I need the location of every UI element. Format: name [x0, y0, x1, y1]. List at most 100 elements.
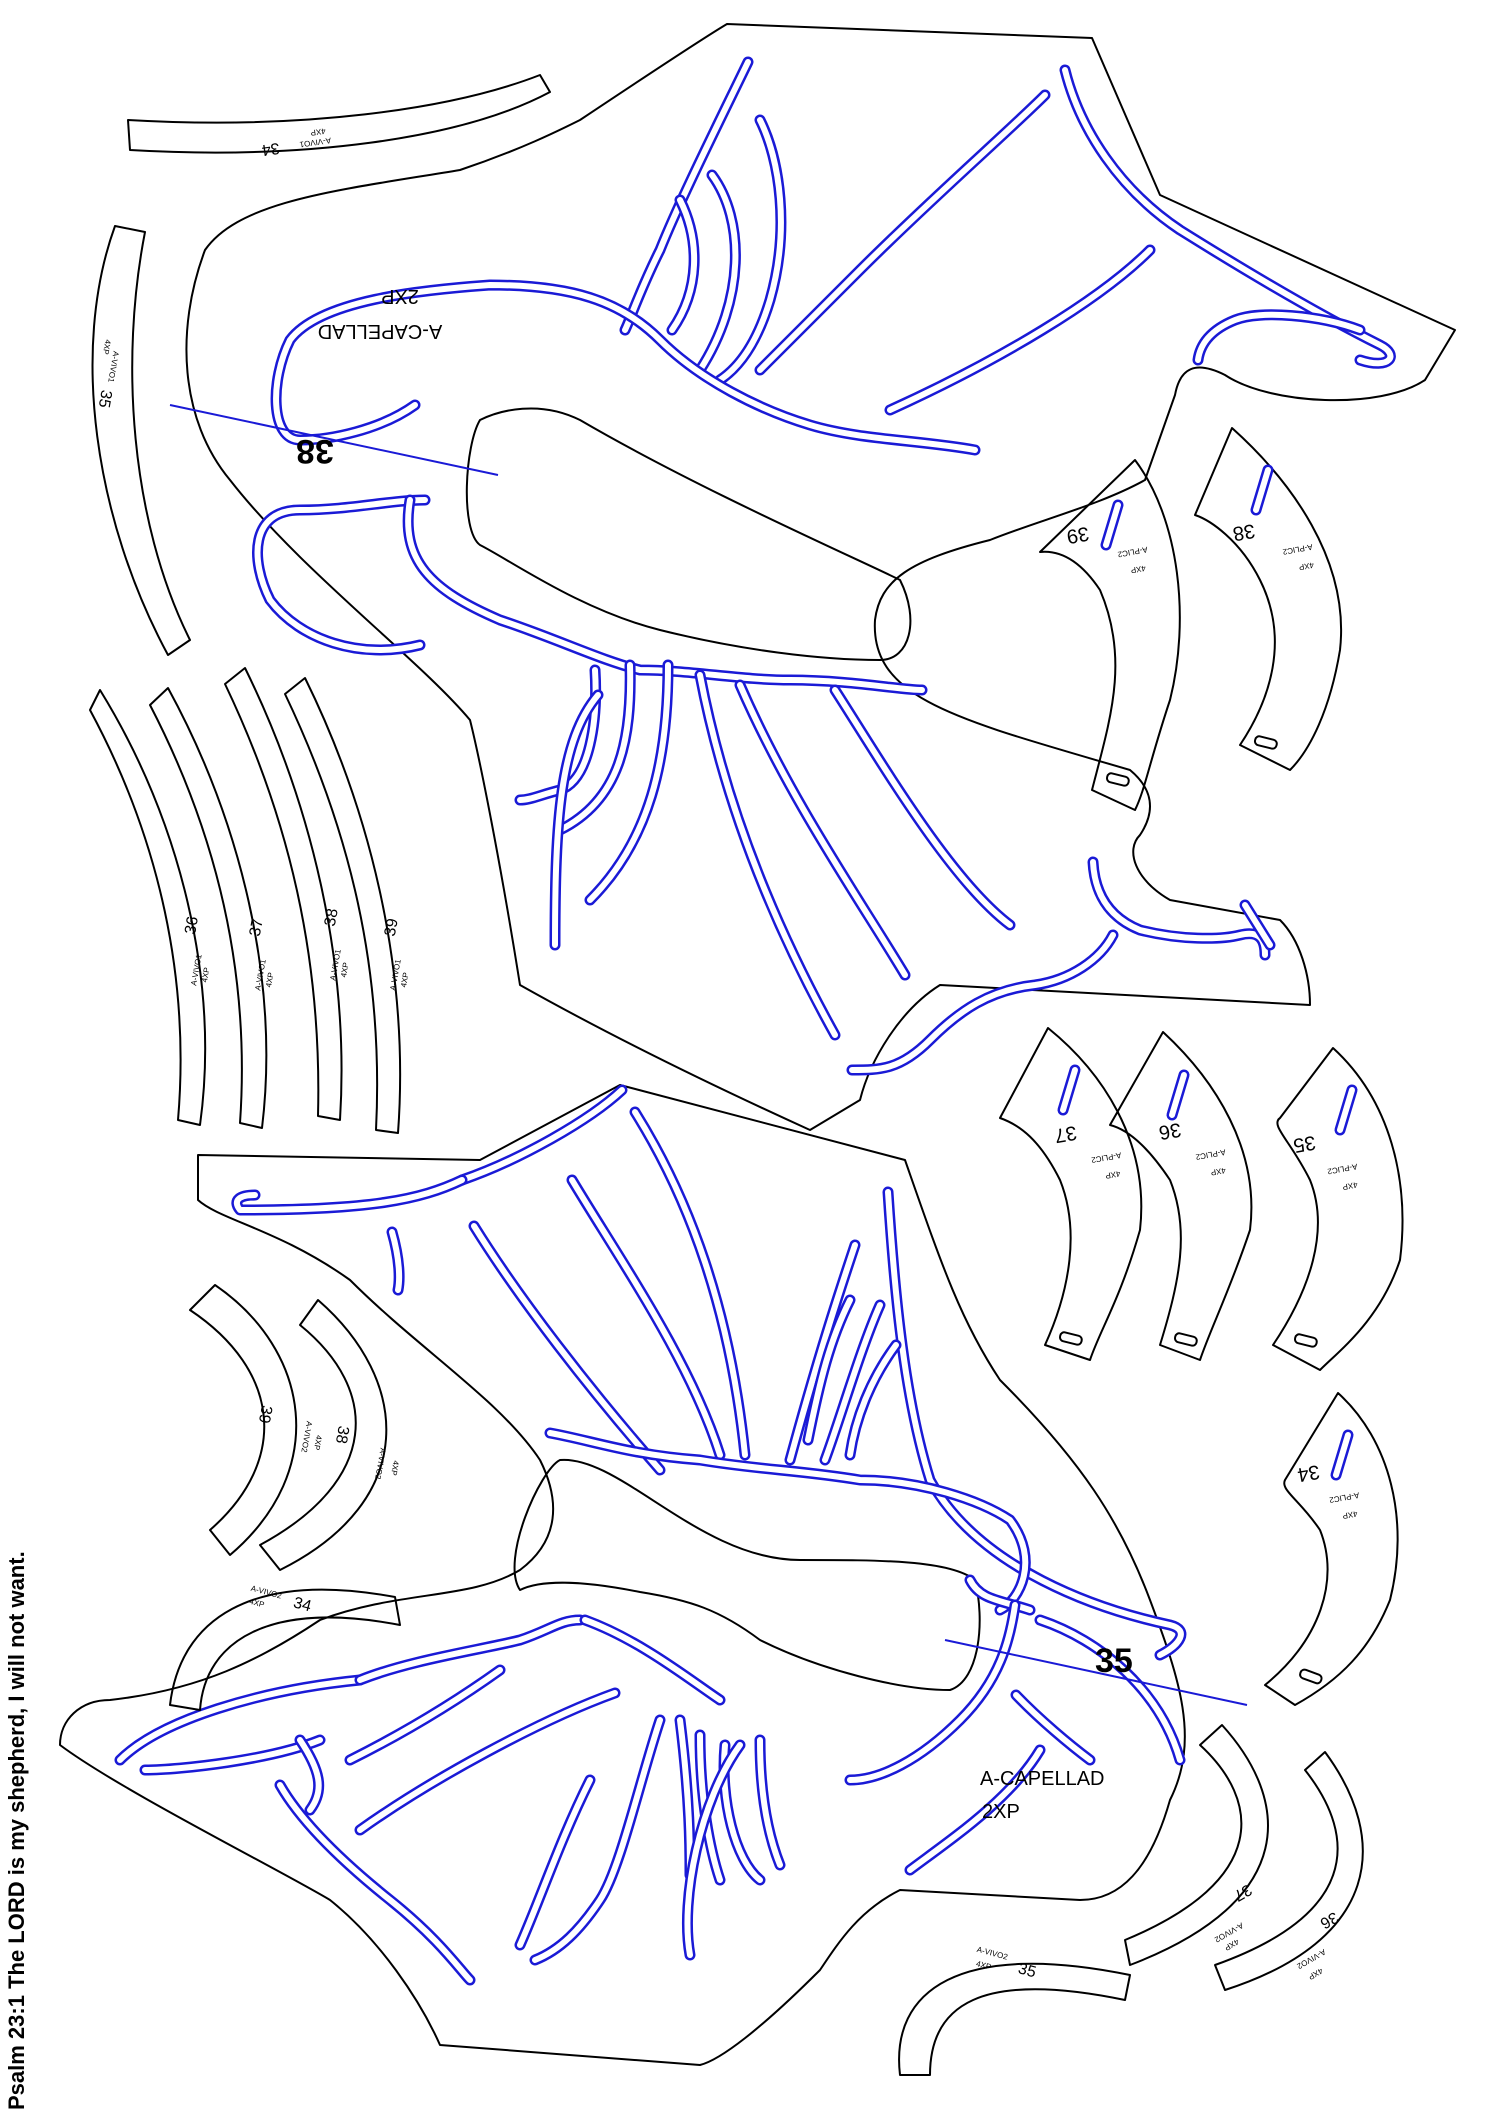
plic2-37-qty: 4XP: [1105, 1169, 1121, 1180]
channel-inner-stroke: [1060, 1067, 1078, 1113]
vivo2-37-name: A-VIVO2: [1213, 1921, 1245, 1945]
channel-inner-stroke: [1062, 67, 1394, 367]
channel-inner-stroke: [717, 117, 784, 383]
channel-inner-stroke: [684, 1742, 743, 1958]
channel-inner-stroke: [459, 1087, 625, 1183]
lower-capellad-outline: [59, 1084, 1186, 2066]
channel-inner-stroke: [1333, 1432, 1351, 1478]
channel-inner-stroke: [1013, 1692, 1093, 1763]
lower-capellad-opening: [513, 1458, 981, 1691]
lower-capellad-piece: [59, 1084, 1186, 2066]
channel-inner-stroke: [297, 1737, 322, 1813]
vivo1-34-qty: 4XP: [310, 126, 326, 137]
channel-inner-stroke: [885, 1189, 1184, 1658]
upper-capellad-qty: 2XP: [381, 285, 419, 307]
channel-inner-stroke: [697, 172, 739, 373]
plic2-piece-35: [1272, 1047, 1404, 1371]
upper-capellad-piece: [185, 23, 1456, 1131]
channel-inner-stroke: [552, 692, 601, 948]
channel-inner-stroke: [847, 1602, 1018, 1783]
vivo1-34-size: 34: [261, 139, 281, 158]
plic2-35-name: A-PLIC2: [1326, 1162, 1358, 1176]
vivo2-38-size: 38: [332, 1424, 352, 1445]
channel-inner-stroke: [517, 667, 599, 803]
channel-inner-stroke: [887, 247, 1153, 413]
vivo2-strip-38: [259, 1299, 388, 1571]
upper-capellad-outline: [185, 23, 1456, 1131]
channel-inner-stroke: [822, 1302, 883, 1463]
vivo1-38-qty: 4XP: [339, 962, 350, 978]
vivo2-39-qty: 4XP: [312, 1434, 323, 1450]
upper-capellad-opening: [465, 407, 912, 661]
channel-inner-stroke: [233, 1177, 465, 1213]
channel-inner-stroke: [669, 197, 698, 333]
plic2-39-size: 39: [1065, 522, 1091, 548]
channel-inner-stroke: [389, 1229, 403, 1293]
channel-inner-stroke: [532, 1717, 663, 1963]
plic2-38-qty: 4XP: [1298, 560, 1314, 571]
plic2-39-qty: 4XP: [1130, 563, 1146, 574]
vivo2-strip-37: [1124, 1724, 1269, 1966]
lower-stitch-channels: [114, 1084, 1187, 1986]
channel-inner-stroke: [847, 1342, 899, 1458]
channel-inner-stroke: [697, 672, 838, 1038]
channel-inner-stroke: [1169, 1072, 1187, 1118]
verse-text: Psalm 23:1 The LORD is my shepherd, I wi…: [4, 1551, 29, 2110]
channel-inner-stroke: [1090, 859, 1268, 958]
channel-inner-stroke: [471, 1223, 663, 1473]
vivo2-38-name: A-VIVO2: [373, 1447, 387, 1480]
channel-inner-stroke: [582, 1617, 723, 1703]
vivo1-38-size: 38: [322, 907, 342, 928]
channel-inner-stroke: [787, 1242, 858, 1463]
channel-inner-stroke: [757, 1737, 783, 1868]
channel-inner-stroke: [557, 662, 634, 833]
channel-inner-stroke: [1195, 311, 1363, 363]
channel-inner-stroke: [273, 282, 978, 453]
plic2-35-size: 35: [1292, 1131, 1318, 1157]
channel-inner-stroke: [805, 1297, 853, 1443]
plic2-37-name: A-PLIC2: [1090, 1150, 1122, 1164]
vivo1-37-size: 37: [247, 917, 267, 938]
plic2-34-qty: 4XP: [1342, 1509, 1358, 1520]
channel-inner-stroke: [967, 1577, 1033, 1613]
vivo2-36-qty: 4XP: [1307, 1966, 1325, 1981]
lower-size-guide-line: [944, 1639, 1248, 1706]
channel-inner-stroke: [405, 497, 925, 693]
vivo1-strip-39: [284, 677, 402, 1134]
vivo2-34-size: 34: [291, 1594, 313, 1615]
plic2-37-size: 37: [1053, 1121, 1079, 1147]
upper-capellad-name: A-CAPELLAD: [318, 320, 443, 342]
plic2-34-size: 34: [1296, 1460, 1322, 1486]
channel-inner-stroke: [849, 932, 1116, 1073]
plic2-piece-34: [1264, 1392, 1399, 1706]
vivo1-strip-38: [224, 667, 343, 1121]
channel-inner-stroke: [547, 1430, 1029, 1613]
vivo1-strip-36: [89, 689, 207, 1126]
vivo2-34-qty: 4XP: [248, 1597, 265, 1610]
vivo1-36-qty: 4XP: [200, 967, 211, 983]
plic2-34-name: A-PLIC2: [1328, 1490, 1360, 1504]
upper-size-guide-line: [169, 404, 499, 476]
vivo2-strip-34: [169, 1588, 401, 1711]
upper-stitch-channels: [252, 56, 1396, 1076]
vivo2-strip-39: [189, 1284, 298, 1556]
channel-inner-stroke: [622, 59, 751, 333]
channel-inner-stroke: [757, 92, 1048, 373]
channel-inner-stroke: [737, 682, 908, 978]
channel-inner-stroke: [117, 1677, 363, 1763]
vivo2-36-size: 36: [1317, 1908, 1341, 1932]
plic2-piece-36: [1109, 1031, 1253, 1361]
vivo2-39-size: 39: [255, 1404, 275, 1425]
channel-inner-stroke: [1253, 467, 1271, 513]
channel-inner-stroke: [1242, 902, 1273, 948]
upper-capellad-size: 38: [296, 432, 334, 470]
vivo1-35-size: 35: [95, 389, 115, 410]
vivo2-35-size: 35: [1016, 1960, 1038, 1981]
channel-inner-stroke: [347, 1667, 503, 1763]
vivo1-35-qty: 4XP: [101, 339, 112, 355]
plic2-36-size: 36: [1157, 1118, 1183, 1144]
channel-inner-stroke: [254, 497, 428, 653]
vivo2-39-name: A-VIVO2: [299, 1420, 313, 1453]
vivo2-35-qty: 4XP: [975, 1959, 992, 1972]
